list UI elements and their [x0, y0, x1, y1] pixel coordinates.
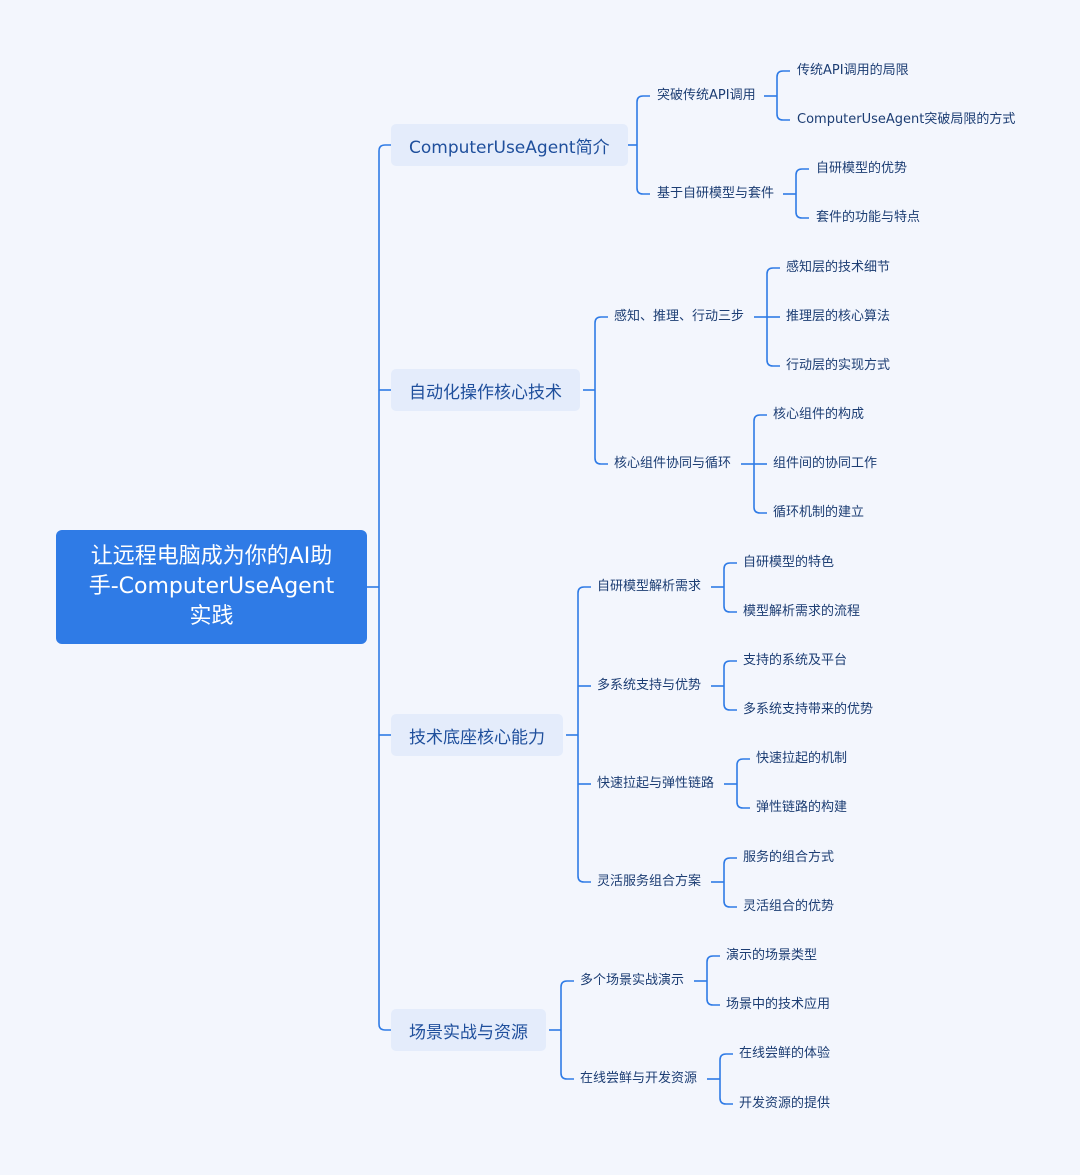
connector-path [719, 1053, 733, 1079]
connector-path [753, 414, 767, 464]
leaf-node[interactable]: 在线尝鲜的体验 [739, 1046, 831, 1061]
connector-path [776, 96, 790, 121]
topic-node[interactable]: 核心组件协同与循环 [614, 456, 732, 471]
connector-path [736, 758, 750, 784]
connector-path [594, 316, 608, 390]
branch-node-base-ability[interactable]: 技术底座核心能力 [391, 714, 563, 756]
connector-path [753, 464, 767, 514]
topic-node[interactable]: 基于自研模型与套件 [657, 186, 775, 201]
connector-path [723, 660, 737, 686]
connector-path [706, 955, 720, 981]
connector-path [706, 981, 720, 1006]
connector-path [560, 980, 574, 1030]
leaf-node[interactable]: 自研模型的优势 [816, 161, 908, 176]
leaf-node[interactable]: 灵活组合的优势 [743, 899, 835, 914]
topic-node[interactable]: 感知、推理、行动三步 [614, 309, 745, 324]
leaf-node[interactable]: 自研模型的特色 [743, 555, 835, 570]
connector-path [723, 686, 737, 711]
topic-node[interactable]: 突破传统API调用 [657, 88, 756, 103]
connector-path [723, 562, 737, 587]
connector-path [594, 390, 608, 465]
connector-path [577, 586, 591, 735]
leaf-node[interactable]: 套件的功能与特点 [816, 210, 921, 225]
connector-path [795, 194, 809, 219]
topic-node[interactable]: 灵活服务组合方案 [597, 874, 702, 889]
branch-node-core-tech[interactable]: 自动化操作核心技术 [391, 369, 580, 411]
branch-node-scenarios[interactable]: 场景实战与资源 [391, 1009, 546, 1051]
root-title: 让远程电脑成为你的AI助手-ComputerUseAgent实践 [88, 544, 335, 629]
connector-path [776, 70, 790, 96]
root-node[interactable]: 让远程电脑成为你的AI助手-ComputerUseAgent实践 [56, 530, 367, 644]
topic-node[interactable]: 在线尝鲜与开发资源 [580, 1071, 698, 1086]
connector-path [795, 168, 809, 194]
leaf-node[interactable]: 多系统支持带来的优势 [743, 702, 874, 717]
topic-node[interactable]: 自研模型解析需求 [597, 579, 702, 594]
leaf-node[interactable]: 演示的场景类型 [726, 948, 818, 963]
connector-path [378, 144, 391, 587]
leaf-node[interactable]: 模型解析需求的流程 [743, 604, 861, 619]
leaf-node[interactable]: 感知层的技术细节 [786, 260, 891, 275]
connector-path [636, 95, 650, 145]
connector-path [766, 317, 780, 367]
leaf-node[interactable]: 传统API调用的局限 [797, 63, 909, 78]
connector-path [636, 145, 650, 195]
leaf-node[interactable]: 支持的系统及平台 [743, 653, 848, 668]
leaf-node[interactable]: 场景中的技术应用 [726, 997, 831, 1012]
leaf-node[interactable]: 快速拉起的机制 [756, 751, 848, 766]
connector-path [723, 882, 737, 908]
topic-node[interactable]: 多个场景实战演示 [580, 973, 685, 988]
connector-path [577, 735, 591, 883]
leaf-node[interactable]: 核心组件的构成 [773, 407, 865, 422]
connector-path [560, 1030, 574, 1080]
leaf-node[interactable]: ComputerUseAgent突破局限的方式 [797, 112, 1016, 127]
leaf-node[interactable]: 循环机制的建立 [773, 505, 865, 520]
leaf-node[interactable]: 行动层的实现方式 [786, 358, 891, 373]
connector-path [723, 587, 737, 613]
leaf-node[interactable]: 组件间的协同工作 [773, 456, 878, 471]
topic-node[interactable]: 快速拉起与弹性链路 [597, 776, 715, 791]
leaf-node[interactable]: 开发资源的提供 [739, 1096, 831, 1111]
leaf-node[interactable]: 推理层的核心算法 [786, 309, 891, 324]
connector-path [719, 1079, 733, 1105]
connector-path [766, 267, 780, 317]
branch-node-intro[interactable]: ComputerUseAgent简介 [391, 124, 628, 166]
connector-path [378, 587, 391, 1031]
topic-node[interactable]: 多系统支持与优势 [597, 678, 702, 693]
leaf-node[interactable]: 服务的组合方式 [743, 850, 835, 865]
connector-path [723, 857, 737, 882]
leaf-node[interactable]: 弹性链路的构建 [756, 800, 848, 815]
connector-path [736, 784, 750, 809]
